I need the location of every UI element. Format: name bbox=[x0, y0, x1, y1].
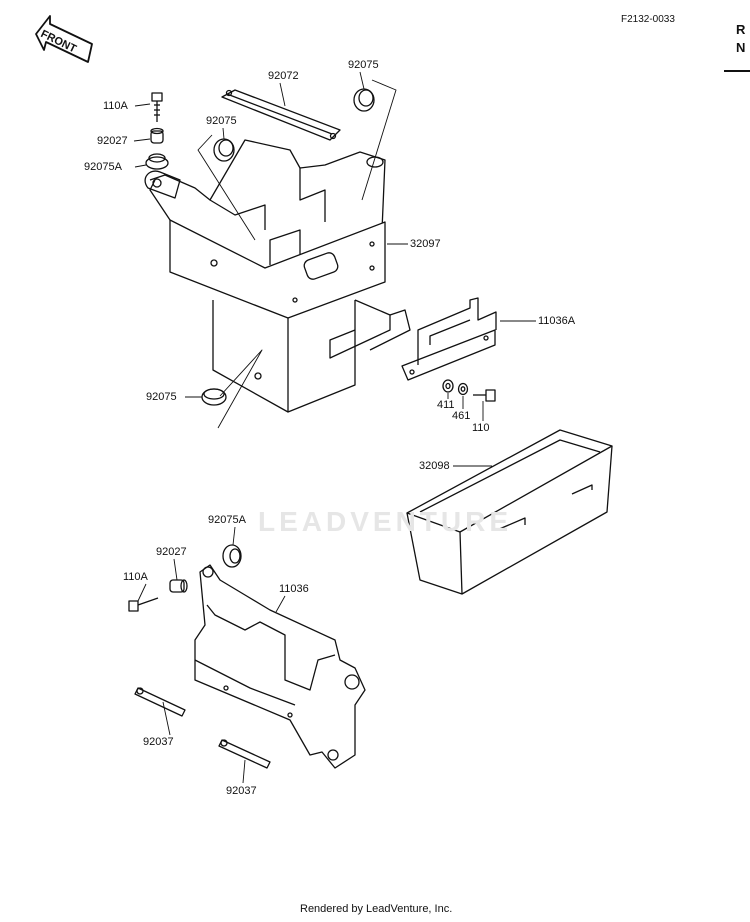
callout-label: 92037 bbox=[143, 736, 174, 748]
callout-label: 11036 bbox=[279, 583, 309, 595]
leader-lines bbox=[133, 71, 536, 784]
callout-label: 110 bbox=[472, 422, 490, 434]
callout-label: 92075 bbox=[348, 59, 379, 71]
battery-tray-32098 bbox=[406, 429, 613, 595]
grommet-92075a-lower bbox=[222, 544, 242, 568]
edge-rule bbox=[724, 70, 750, 72]
callout-label: 92075 bbox=[206, 115, 237, 127]
grommet-92075a-top bbox=[145, 153, 169, 170]
collar-92027-top bbox=[150, 127, 164, 144]
callout-label: 92027 bbox=[97, 135, 128, 147]
damper-92075-lower bbox=[201, 388, 227, 406]
edge-text-1: R bbox=[736, 22, 746, 37]
battery-case-32097 bbox=[144, 139, 411, 413]
edge-text-2: N bbox=[736, 40, 746, 55]
diagram-code: F2132-0033 bbox=[621, 14, 675, 25]
lock-washer-461 bbox=[457, 382, 469, 396]
collar-92027-lower bbox=[169, 579, 188, 593]
callout-label: 411 bbox=[437, 399, 455, 411]
bolt-110-right bbox=[473, 389, 496, 402]
callout-label: 110A bbox=[123, 571, 148, 583]
watermark: LEADVENTURE bbox=[258, 506, 513, 537]
callout-label: 92037 bbox=[226, 785, 257, 797]
footer-credit: Rendered by LeadVenture, Inc. bbox=[300, 903, 453, 915]
clip-92037-lower bbox=[218, 739, 271, 769]
bracket-11036 bbox=[194, 564, 366, 769]
callout-label: 32098 bbox=[419, 460, 450, 472]
front-arrow-icon bbox=[35, 15, 93, 63]
bracket-11036a bbox=[401, 297, 497, 381]
damper-92075-center bbox=[213, 138, 235, 162]
callout-label: 110A bbox=[103, 100, 128, 112]
callout-label: 32097 bbox=[410, 238, 441, 250]
bolt-110a-lower bbox=[128, 597, 159, 612]
callout-label: 92072 bbox=[268, 70, 299, 82]
callout-label: 92075A bbox=[84, 161, 122, 173]
washer-411 bbox=[442, 379, 454, 393]
callout-label: 11036A bbox=[538, 315, 576, 327]
strap-92072 bbox=[221, 89, 341, 141]
callout-label: 92075 bbox=[146, 391, 177, 403]
damper-92075-top bbox=[353, 88, 375, 112]
callout-label: 92075A bbox=[208, 514, 246, 526]
callout-label: 461 bbox=[452, 410, 471, 422]
callout-label: 92027 bbox=[156, 546, 187, 558]
clip-92037-upper bbox=[134, 687, 186, 717]
bolt-110a-top bbox=[151, 92, 163, 122]
